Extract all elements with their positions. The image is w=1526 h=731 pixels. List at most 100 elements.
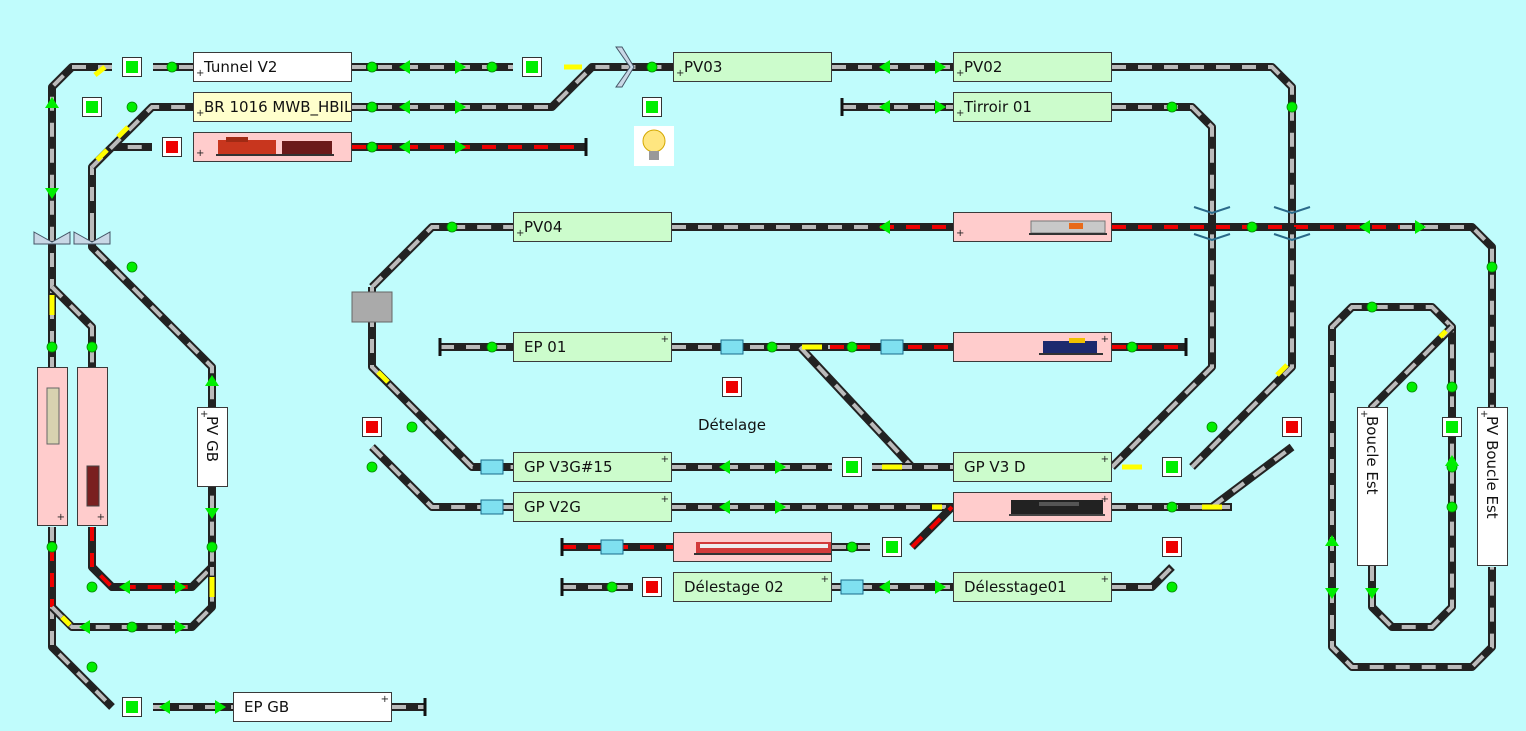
track-segment [1189,227,1296,470]
block-marker: + [1480,409,1489,420]
contact-sensor [406,421,418,433]
contact-sensor [1406,381,1418,393]
direction-arrow [215,700,226,714]
direction-arrow [1359,220,1370,234]
signal-red[interactable] [642,577,662,597]
block-marker: + [196,68,205,79]
block-ep-gb[interactable]: EP GB+ [233,692,392,722]
signal-green[interactable] [1442,417,1462,437]
track-sleepers [352,65,673,109]
block-gp-v2g[interactable]: GP V2G+ [513,492,672,522]
block-marker: + [200,409,209,420]
isolation-section [480,459,504,475]
direction-arrow [879,60,890,74]
diamond-crossing [1193,206,1231,215]
block-gp-v3d[interactable]: GP V3 D+ [953,452,1112,482]
block-label: BR 1016 MWB_HBIL [204,98,352,116]
light-bulb-icon[interactable] [634,126,674,166]
block-train-freight[interactable]: + [193,132,352,162]
block-pv-boucle-est[interactable]: PV Boucle Est+ [1477,407,1508,566]
block-delestage02[interactable]: Délestage 02+ [673,572,832,602]
block-train-red-emu[interactable] [673,532,832,562]
block-pv04[interactable]: PV04+ [513,212,672,242]
block-delesstage01[interactable]: Délesstage01+ [953,572,1112,602]
isolation-section [720,339,744,355]
signal-red[interactable] [1282,417,1302,437]
block-marker: + [820,574,829,585]
block-label: Tirroir 01 [964,98,1032,116]
block-tirroir01[interactable]: Tirroir 01+ [953,92,1112,122]
track-segment [88,487,216,591]
block-tunnel-v2[interactable]: Tunnel V2+ [193,52,352,82]
signal-red[interactable] [162,137,182,157]
locomotive-icon [216,137,334,156]
signal-green[interactable] [842,457,862,477]
direction-arrow [455,60,466,74]
track-sleepers [1112,565,1174,589]
signal-green[interactable] [642,97,662,117]
signal-red[interactable] [1162,537,1182,557]
direction-arrow [935,60,946,74]
track-segment [1328,303,1456,407]
block-marker: + [1100,574,1109,585]
track-sleepers [1330,407,1494,669]
signal-green[interactable] [522,57,542,77]
track-segment [1112,223,1496,407]
block-pv02[interactable]: PV02+ [953,52,1112,82]
direction-arrow [1445,455,1459,466]
switch-blade [95,148,109,162]
contact-sensor [766,341,778,353]
switch-blade [93,65,107,77]
direction-arrow [399,140,410,154]
block-ep01[interactable]: EP 01+ [513,332,672,362]
track-segment [369,444,513,511]
block-marker: + [516,228,525,239]
block-pv-gb[interactable]: PV GB+ [197,407,228,487]
block-marker: + [1100,454,1109,465]
contact-sensor [1166,581,1178,593]
track-sleepers [1190,227,1294,469]
block-br1016[interactable]: BR 1016 MWB_HBIL+ [193,92,352,122]
signal-red[interactable] [722,377,742,397]
signal-green[interactable] [122,697,142,717]
block-train-vert-left[interactable]: + [37,367,68,526]
direction-arrow [79,620,90,634]
direction-arrow [45,97,59,108]
block-boucle-est[interactable]: Boucle Est+ [1357,407,1388,566]
signal-green[interactable] [882,537,902,557]
direction-arrow [455,100,466,114]
block-train-black[interactable]: + [953,492,1112,522]
signal-green[interactable] [1162,457,1182,477]
block-marker: + [956,68,965,79]
signal-green[interactable] [82,97,102,117]
block-label: Tunnel V2 [204,58,278,76]
block-pv03[interactable]: PV03+ [673,52,832,82]
track-marks [33,46,1498,716]
switch-blade [60,615,72,627]
block-train-silver[interactable]: + [953,212,1112,242]
block-gp-v3g15[interactable]: GP V3G#15+ [513,452,672,482]
block-marker: + [676,68,685,79]
block-label: EP GB [244,698,290,716]
track-sleepers [1112,225,1494,407]
block-label: PV GB [202,416,221,462]
block-train-blue[interactable]: + [953,332,1112,362]
isolation-section [600,539,624,555]
block-marker: + [196,148,205,159]
signal-red[interactable] [362,417,382,437]
block-marker: + [660,454,669,465]
tunnel-portal [33,231,71,245]
track-sleepers [90,105,193,169]
contact-sensor [606,581,618,593]
direction-arrow [879,580,890,594]
direction-arrow [205,375,219,386]
track-sleepers [90,227,214,407]
tunnel-portal [615,46,635,88]
track-sleepers [1210,445,1294,509]
direction-arrow [399,60,410,74]
block-train-vert-right[interactable]: + [77,367,108,526]
signal-green[interactable] [122,57,142,77]
block-label: GP V2G [524,498,581,516]
block-marker: + [956,228,965,239]
contact-sensor [1486,261,1498,273]
